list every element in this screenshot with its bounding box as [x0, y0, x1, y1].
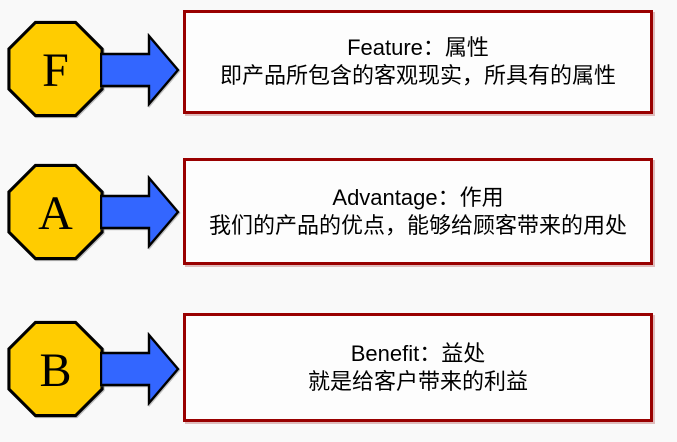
right-arrow-icon [100, 175, 180, 249]
right-arrow-icon [100, 33, 180, 107]
octagon-benefit [7, 320, 104, 418]
feature-text-box: Feature：属性 即产品所包含的客观现实，所具有的属性 [183, 10, 653, 114]
octagon-shape-icon [7, 320, 104, 418]
feature-description: 即产品所包含的客观现实，所具有的属性 [219, 63, 616, 88]
advantage-title: Advantage：作用 [332, 184, 504, 210]
benefit-description: 就是给客户带来的利益 [307, 368, 528, 394]
benefit-title: Benefit：益处 [350, 340, 486, 366]
benefit-text-box: Benefit：益处 就是给客户带来的利益 [183, 313, 653, 422]
right-arrow-icon [100, 332, 180, 406]
octagon-letter-f: F [42, 43, 69, 97]
octagon-letter-a: A [38, 186, 73, 240]
octagon-feature [7, 20, 104, 118]
advantage-description: 我们的产品的优点，能够给顾客带来的用处 [208, 212, 627, 238]
octagon-advantage [7, 163, 104, 261]
octagon-letter-b: B [39, 343, 72, 397]
octagon-shape-icon [7, 163, 104, 261]
octagon-shape-icon [7, 20, 104, 118]
advantage-text-box: Advantage：作用 我们的产品的优点，能够给顾客带来的用处 [183, 158, 653, 265]
feature-title: Feature：属性 [347, 35, 489, 60]
